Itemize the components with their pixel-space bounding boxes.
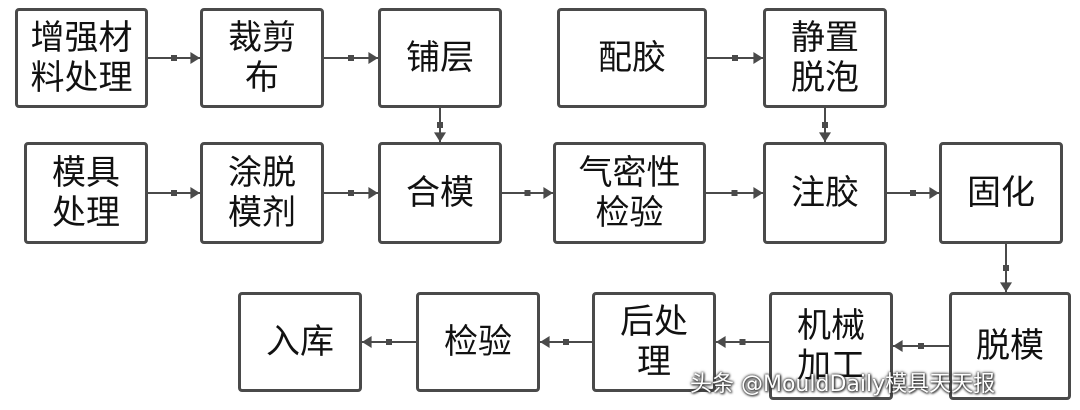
- node-label: 入库: [266, 321, 334, 362]
- node-inspection: 检验: [416, 292, 540, 392]
- node-label: 铺层: [406, 37, 474, 78]
- arrowhead: [893, 340, 903, 352]
- connector-marker: [171, 190, 177, 196]
- node-resin-injection: 注胶: [763, 142, 887, 244]
- node-label: 配胶: [598, 37, 666, 78]
- connector-marker: [1003, 265, 1009, 271]
- edge-n5-n10: [819, 108, 831, 142]
- node-airtightness-test: 气密性 检验: [553, 142, 706, 244]
- connector-marker: [731, 190, 738, 196]
- node-label: 涂脱 模剂: [228, 152, 296, 233]
- arrowhead: [543, 187, 553, 199]
- connector-marker: [171, 55, 177, 61]
- edge-n11-n12: [1000, 244, 1012, 292]
- node-label: 后处 理: [620, 301, 688, 382]
- node-curing: 固化: [939, 142, 1063, 244]
- node-warehousing: 入库: [238, 292, 362, 392]
- edge-n15-n16: [362, 336, 416, 348]
- edge-n10-n11: [887, 187, 939, 199]
- edge-n12-n13: [893, 340, 949, 352]
- arrowhead: [819, 132, 831, 142]
- node-layup: 铺层: [378, 8, 502, 108]
- node-label: 气密性 检验: [578, 152, 681, 233]
- edge-n13-n14: [716, 336, 769, 348]
- arrowhead: [190, 52, 200, 64]
- connector-marker: [437, 122, 443, 128]
- edge-n7-n8: [324, 187, 378, 199]
- arrowhead: [368, 52, 378, 64]
- edge-n3-n8: [434, 108, 446, 142]
- edge-n14-n15: [540, 336, 592, 348]
- node-label: 机械 加工: [797, 305, 865, 386]
- edges: [148, 52, 1012, 352]
- node-label: 增强材 料处理: [30, 17, 133, 98]
- arrowhead: [368, 187, 378, 199]
- connector-marker: [732, 55, 738, 61]
- edge-n1-n2: [148, 52, 200, 64]
- node-label: 静置 脱泡: [791, 17, 859, 98]
- connector-marker: [524, 190, 531, 196]
- edge-n4-n5: [707, 52, 763, 64]
- node-label: 合模: [406, 172, 474, 213]
- node-mold-closing: 合模: [378, 142, 502, 244]
- connector-marker: [563, 339, 569, 345]
- node-label: 脱模: [976, 325, 1044, 366]
- connector-marker: [918, 343, 924, 349]
- node-reinforcement-processing: 增强材 料处理: [15, 8, 148, 108]
- connector-marker: [822, 122, 828, 128]
- edge-n8-n9: [502, 187, 553, 199]
- connector-marker: [739, 339, 746, 345]
- arrowhead: [716, 336, 726, 348]
- node-release-agent: 涂脱 模剂: [200, 142, 324, 244]
- node-label: 检验: [444, 321, 512, 362]
- node-machining: 机械 加工: [769, 292, 893, 400]
- node-demolding: 脱模: [949, 292, 1071, 400]
- node-label: 裁剪 布: [228, 17, 296, 98]
- edge-n6-n7: [148, 187, 200, 199]
- arrowhead: [753, 52, 763, 64]
- arrowhead: [753, 187, 763, 199]
- node-degassing: 静置 脱泡: [763, 8, 887, 108]
- connector-marker: [348, 190, 354, 196]
- connector-marker: [386, 339, 392, 345]
- node-mold-treatment: 模具 处理: [24, 142, 148, 244]
- edge-n9-n10: [706, 187, 763, 199]
- node-cut-cloth: 裁剪 布: [200, 8, 324, 108]
- node-label: 模具 处理: [52, 152, 120, 233]
- node-label: 注胶: [791, 172, 859, 213]
- node-post-processing: 后处 理: [592, 292, 716, 392]
- arrowhead: [1000, 282, 1012, 292]
- connector-marker: [910, 190, 916, 196]
- arrowhead: [540, 336, 550, 348]
- edge-n2-n3: [324, 52, 378, 64]
- node-resin-mixing: 配胶: [557, 8, 707, 108]
- node-label: 固化: [967, 172, 1035, 213]
- connector-marker: [348, 55, 354, 61]
- arrowhead: [362, 336, 372, 348]
- watermark: 头条 @MouldDaily模具天天报: [690, 372, 996, 397]
- arrowhead: [434, 132, 446, 142]
- arrowhead: [929, 187, 939, 199]
- arrowhead: [190, 187, 200, 199]
